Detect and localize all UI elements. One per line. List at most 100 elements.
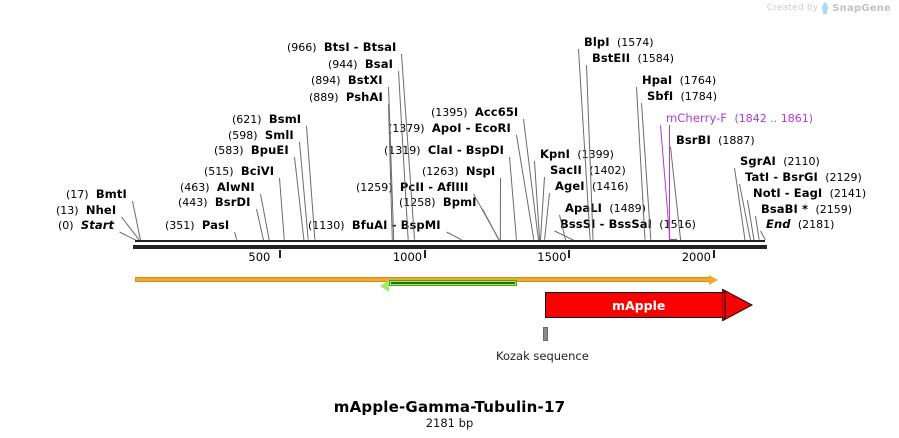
enzyme-position: (2159) [815,203,853,216]
enzyme-label[interactable]: HpaI (1764) [642,74,716,87]
enzyme-name: BstEII [592,51,631,65]
enzyme-label[interactable]: (515) BciVI [204,165,274,178]
enzyme-label[interactable]: TatI - BsrGI (2129) [745,171,862,184]
enzyme-position: (515) [204,165,234,178]
enzyme-label[interactable]: (0) Start [58,219,114,232]
enzyme-name: BstXI [347,73,383,87]
enzyme-label[interactable]: (351) PasI [165,219,229,232]
enzyme-label[interactable]: (889) PshAI [309,91,383,104]
enzyme-name: BmtI [95,187,127,201]
enzyme-label[interactable]: AgeI (1416) [555,180,629,193]
mapple-feature-arrowhead [722,289,754,321]
enzyme-position: (894) [311,74,341,87]
enzyme-leader-line [760,230,766,241]
enzyme-name: mCherry-F [666,111,728,125]
enzyme-name: ClaI - BspDI [427,143,504,157]
ruler-tick [712,250,715,258]
enzyme-name: ApoI - EcoRI [431,121,511,135]
enzyme-label[interactable]: (583) BpuEI [214,144,289,157]
enzyme-position: (443) [178,196,208,209]
kozak-marker[interactable] [543,327,548,341]
enzyme-label[interactable]: (443) BsrDI [178,196,251,209]
enzyme-position: (2110) [783,155,820,168]
enzyme-name: PcII - AflIII [399,180,469,194]
enzyme-position: (598) [228,129,258,142]
enzyme-name: NspI [465,164,496,178]
enzyme-position: (621) [232,113,262,126]
enzyme-position: (1402) [589,164,626,177]
enzyme-label[interactable]: (17) BmtI [66,188,127,201]
enzyme-label[interactable]: (894) BstXI [311,74,383,87]
enzyme-label[interactable]: SgrAI (2110) [740,155,820,168]
enzyme-leader-line [499,177,501,241]
mapple-feature-arrow[interactable] [545,292,725,318]
enzyme-label[interactable]: ApaLI (1489) [565,202,646,215]
enzyme-label[interactable]: BssSI - BssSaI (1516) [560,218,696,231]
enzyme-label[interactable]: (1263) NspI [422,165,495,178]
enzyme-position: (2141) [829,187,867,200]
enzyme-name: TatI - BsrGI [745,170,818,184]
enzyme-position: (889) [309,91,339,104]
enzyme-leader-line [509,156,518,241]
enzyme-name: End [766,217,791,231]
enzyme-label[interactable]: (944) BsaI [328,58,393,71]
enzyme-label[interactable]: BsaBI * (2159) [761,203,852,216]
enzyme-label[interactable]: (1259) PcII - AflIII [356,181,468,194]
enzyme-position: (0) [58,219,74,232]
enzyme-position: (351) [165,219,195,232]
enzyme-position: (944) [328,58,358,71]
ruler-tick-label: 1500 [537,250,567,264]
enzyme-position: (13) [56,204,79,217]
enzyme-name: AgeI [555,179,585,193]
enzyme-leader-line [279,177,285,241]
enzyme-position: (583) [214,144,244,157]
enzyme-position: (1130) [308,219,345,232]
enzyme-name: BsaBI * [761,202,809,216]
enzyme-name: BpuEI [250,143,289,157]
watermark-brand: SnapGene [832,2,891,14]
enzyme-position: (1574) [616,36,654,49]
enzyme-label[interactable]: BstEII (1584) [592,52,674,65]
enzyme-label[interactable]: mCherry-F (1842 .. 1861) [666,112,813,125]
enzyme-label[interactable]: End (2181) [766,218,834,231]
enzyme-label[interactable]: SacII (1402) [550,164,626,177]
enzyme-label[interactable]: KpnI (1399) [540,148,614,161]
enzyme-label[interactable]: SbfI (1784) [647,90,717,103]
enzyme-label[interactable]: (1258) BpmI [399,196,477,209]
enzyme-label[interactable]: NotI - EagI (2141) [753,187,866,200]
enzyme-label[interactable]: (463) AlwNI [180,181,255,194]
enzyme-label[interactable]: BlpI (1574) [584,36,654,49]
enzyme-label[interactable]: (621) BsmI [232,113,301,126]
enzyme-leader-line [755,215,760,241]
enzyme-label[interactable]: (1395) Acc65I [431,106,518,119]
sequence-backbone-line [135,240,765,242]
enzyme-name: BlpI [584,35,610,49]
enzyme-label[interactable]: (966) BtsI - BtsaI [287,41,396,54]
enzyme-label[interactable]: (13) NheI [56,204,116,217]
enzyme-name: NheI [85,203,117,217]
enzyme-position: (1258) [399,196,436,209]
enzyme-position: (1887) [718,134,755,147]
green-feature-arrowhead [380,280,389,292]
enzyme-leader-line [294,156,305,241]
enzyme-position: (2129) [825,171,862,184]
kozak-label: Kozak sequence [496,349,589,363]
enzyme-position: (1263) [422,165,459,178]
ruler-tick-label: 2000 [681,250,711,264]
plasmid-name: mApple-Gamma-Tubulin-17 [333,398,566,416]
enzyme-name: NotI - EagI [753,186,823,200]
enzyme-label[interactable]: (1130) BfuAI - BspMI [308,219,441,232]
enzyme-position: (1399) [577,148,614,161]
enzyme-label[interactable]: (598) SmlI [228,129,294,142]
mcherry-f-marker-foot [669,239,678,240]
enzyme-label[interactable]: (1379) ApoI - EcoRI [388,122,511,135]
green-feature-arrow-core [391,282,515,284]
enzyme-name: AlwNI [216,180,255,194]
enzyme-label[interactable]: BsrBI (1887) [676,134,755,147]
ruler-tick [279,250,282,258]
enzyme-position: (1416) [591,180,629,193]
orange-feature-arrowhead [709,274,718,285]
ruler-tick-label: 500 [248,250,271,264]
enzyme-name: BsmI [268,112,302,126]
enzyme-name: BfuAI - BspMI [351,218,441,232]
